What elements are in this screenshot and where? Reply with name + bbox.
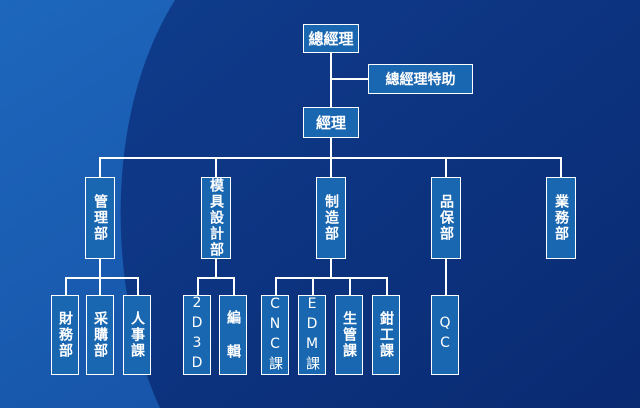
connector-line <box>330 157 332 177</box>
node-hr: 人事課 <box>123 295 151 375</box>
connector-line <box>275 277 277 295</box>
connector-line <box>445 157 447 177</box>
node-edm: EDM課 <box>298 295 326 375</box>
node-cnc: CNC課 <box>261 295 289 375</box>
connector-line <box>445 259 447 295</box>
node-dept-sales: 業務部 <box>546 177 576 259</box>
node-dept-manufacturing: 制造部 <box>316 177 346 259</box>
connector-line <box>275 277 388 279</box>
connector-line <box>99 277 101 295</box>
connector-line <box>330 259 332 277</box>
node-production-control: 生管課 <box>335 295 363 375</box>
connector-line <box>99 259 101 277</box>
connector-line <box>99 157 101 177</box>
connector-line <box>386 277 388 295</box>
connector-line <box>197 277 199 295</box>
node-general-manager: 總經理 <box>303 24 359 53</box>
connector-line <box>349 277 351 295</box>
node-finance: 財務部 <box>51 295 79 375</box>
connector-line <box>330 78 368 80</box>
node-dept-mold-design: 模具設計部 <box>201 177 231 259</box>
connector-line <box>65 277 67 295</box>
connector-line <box>330 53 332 107</box>
connector-line <box>137 277 139 295</box>
connector-line <box>215 157 217 177</box>
connector-line <box>560 157 562 177</box>
node-edit: 編 輯 <box>219 295 247 375</box>
node-dept-quality: 品保部 <box>431 177 461 259</box>
node-fitter: 鉗工課 <box>372 295 400 375</box>
node-dept-management: 管理部 <box>85 177 115 259</box>
node-manager: 經理 <box>303 107 359 138</box>
node-gm-assistant: 總經理特助 <box>368 64 473 94</box>
connector-line <box>65 277 139 279</box>
node-2d3d: 2D3D <box>183 295 211 375</box>
node-qc: QC <box>431 295 459 375</box>
connector-line <box>233 277 235 295</box>
node-purchasing: 采購部 <box>86 295 114 375</box>
connector-line <box>197 277 235 279</box>
connector-line <box>215 259 217 277</box>
connector-line <box>330 138 332 158</box>
connector-line <box>312 277 314 295</box>
